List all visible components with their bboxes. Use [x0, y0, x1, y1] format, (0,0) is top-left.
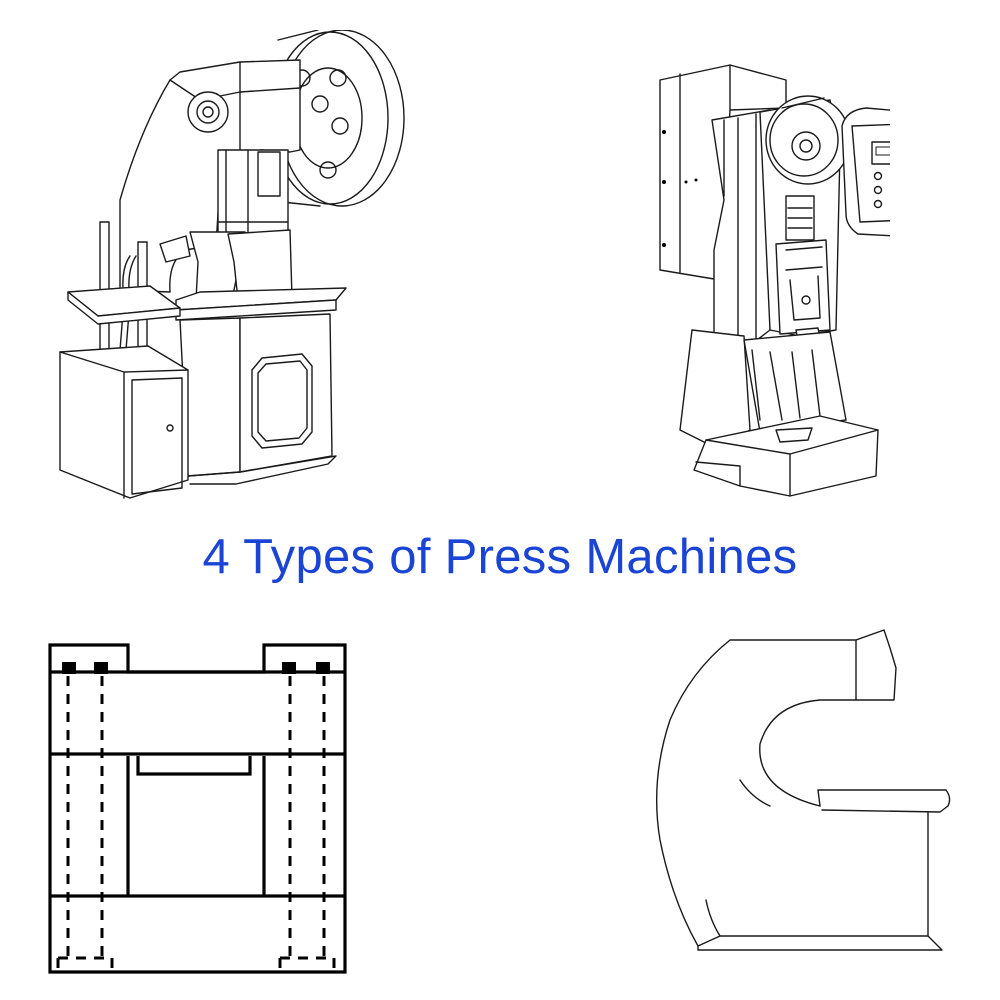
open-gap-press-drawing: [640, 620, 960, 960]
control-pendant-drawing: [841, 107, 890, 237]
page-title: 4 Types of Press Machines: [202, 530, 798, 584]
c-frame-press-illustration: [50, 30, 420, 510]
four-column-press-drawing: [40, 635, 360, 980]
flywheel-drawing: [271, 30, 405, 207]
servo-press-illustration: [650, 55, 890, 500]
